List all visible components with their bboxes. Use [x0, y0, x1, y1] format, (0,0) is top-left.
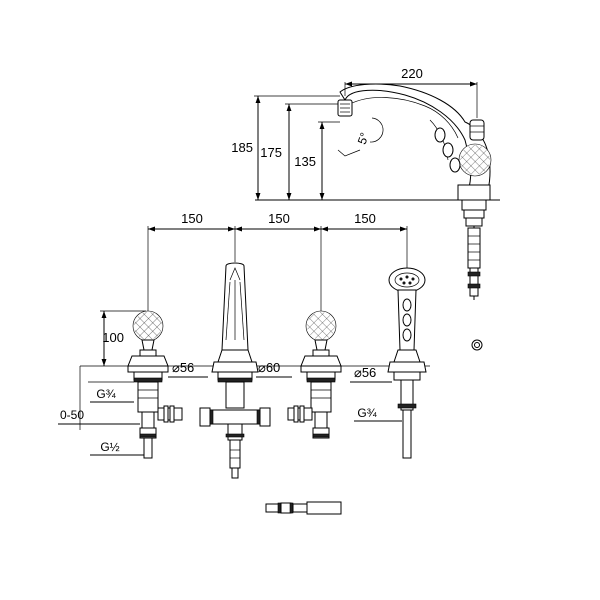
dimension-thread-shower: G¾ — [354, 406, 402, 422]
thread-g12-label: G½ — [100, 440, 119, 454]
dimension-spout-reach: 220 — [344, 66, 478, 118]
dim-spacing-1-label: 150 — [181, 211, 203, 226]
dimension-handle-height: 100 — [100, 310, 146, 366]
dim-d60-label: ⌀60 — [258, 360, 280, 375]
dim-135-label: 135 — [294, 154, 316, 169]
left-valve — [127, 310, 183, 459]
spout-side-elevation — [255, 83, 500, 351]
deck-range-label: 0-50 — [60, 408, 84, 422]
thread-g34-shower-label: G¾ — [357, 406, 377, 420]
dimension-thread-upper: G¾ — [88, 381, 134, 403]
dim-220-label: 220 — [401, 66, 423, 81]
center-spout — [199, 262, 271, 479]
dim-100-label: 100 — [102, 330, 124, 345]
right-valve — [287, 310, 342, 439]
dimension-rosette-shower: ⌀56 — [350, 365, 392, 383]
dimension-overall-height: 185 — [231, 95, 340, 200]
dim-spacing-2-label: 150 — [268, 211, 290, 226]
dimension-rosette-valve: ⌀56 — [168, 360, 208, 378]
dim-d56-shower-label: ⌀56 — [354, 365, 376, 380]
thread-g34-upper-label: G¾ — [96, 387, 116, 401]
tilt-angle-label: 5° — [355, 131, 372, 147]
hose-connector — [265, 501, 342, 515]
dimension-body-height: 175 — [260, 103, 338, 200]
dimension-spacing-chain: 150 150 150 — [147, 211, 408, 312]
dimension-thread-lower: G½ — [90, 440, 144, 456]
dim-d56-valve-label: ⌀56 — [172, 360, 194, 375]
dim-185-label: 185 — [231, 140, 253, 155]
dimension-outlet-height: 135 — [294, 121, 340, 200]
dim-175-label: 175 — [260, 145, 282, 160]
dimension-deck-range: 0-50 — [58, 366, 140, 430]
dimension-rosette-spout: ⌀60 — [256, 360, 292, 378]
shower-handset — [387, 267, 427, 459]
dim-spacing-3-label: 150 — [354, 211, 376, 226]
